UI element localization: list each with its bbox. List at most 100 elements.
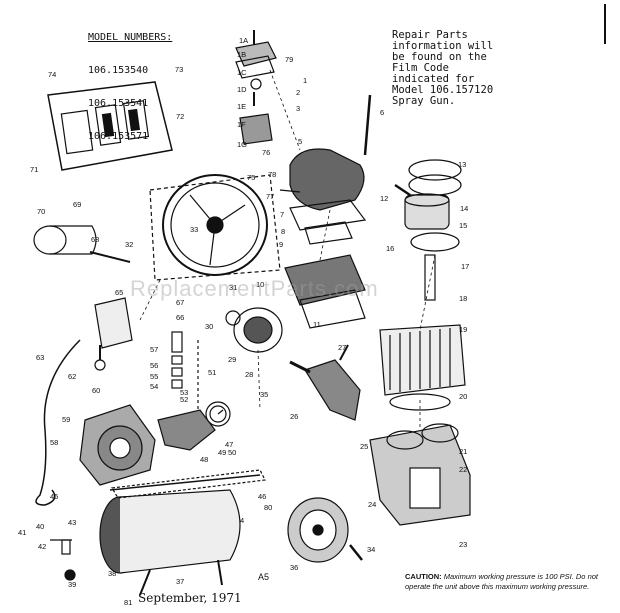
part-label: 81 [124,598,133,607]
margin-rule [604,4,606,44]
part-label: 17 [461,262,470,271]
part-label: 34 [367,545,376,554]
page-code: A5 [258,572,270,582]
part-label: 46 [258,492,267,501]
part-label: 53 [180,388,189,397]
part-label: 1F [237,120,246,129]
model-number: 106.153540 [88,65,149,76]
cylinder-head [279,94,372,211]
part-label: 71 [30,165,39,174]
head-gaskets [289,199,367,245]
part-label: 78 [268,170,277,179]
part-label: 73 [175,65,184,74]
part-label: 58 [50,438,59,447]
part-label: 1C [237,68,247,77]
part-label: 51 [208,368,217,377]
part-label: 30 [205,322,214,331]
part-label: 1A [239,36,249,45]
part-label: 38 [108,569,117,578]
part-label: 66 [176,313,185,322]
part-label: 5 [298,137,303,146]
part-label: 1B [237,50,247,59]
part-label: 37 [176,577,185,586]
pressure-switch [94,297,133,371]
part-label: 7 [280,210,285,219]
caution-text: Maximum working pressure is 100 PSI. Do … [405,572,598,591]
valve-plate [284,254,366,329]
part-label: 42 [38,542,47,551]
power-cord [35,339,81,506]
part-label: 26 [290,412,299,421]
part-label: 13 [458,160,467,169]
part-label: 55 [150,372,159,381]
part-label: 54 [150,382,159,391]
publication-date: September, 1971 [138,591,242,605]
part-label: 31 [229,283,238,292]
decal-panel [47,81,173,171]
part-label: 20 [459,392,468,401]
wheel [287,497,363,563]
part-label: 49 [218,448,227,457]
part-label: 70 [37,207,46,216]
part-label: 1D [237,85,247,94]
part-label: 23 [459,540,468,549]
part-label: 18 [459,294,468,303]
flywheel [149,174,281,281]
repair-parts-note: Repair Parts information will be found o… [392,29,494,107]
bearing-cover [225,307,283,353]
model-numbers-heading: MODEL NUMBERS: [88,32,173,43]
part-label: 1E [237,102,247,111]
part-label: 39 [68,580,77,589]
part-label: 27 [338,343,347,352]
motor [79,404,156,486]
part-label: 77 [266,192,275,201]
part-label: 47 [225,440,234,449]
part-label: 10 [256,280,265,289]
part-label: 19 [459,325,468,334]
part-label: 75 [247,173,256,182]
unloader-valve-stack [235,30,277,145]
crankshaft [289,344,361,421]
part-label: 74 [48,70,57,79]
caution-note: CAUTION: Maximum working pressure is 100… [405,572,617,592]
fittings [171,331,199,410]
cylinder [379,324,466,411]
part-label: 33 [190,225,199,234]
drain-valve [50,539,76,581]
part-label: 1 [303,76,308,85]
part-label: 25 [360,442,369,451]
part-label: 32 [125,240,134,249]
part-label: 21 [459,447,468,456]
part-label: 63 [36,353,45,362]
model-number: 106.153541 [88,98,149,109]
part-label: 16 [386,244,395,253]
part-label: 11 [313,320,321,329]
part-label: 48 [200,455,209,464]
crankcase [369,423,471,526]
part-label: 43 [68,518,77,527]
pulley-belt [33,225,131,263]
part-label: 40 [36,522,45,531]
part-label: 76 [262,148,271,157]
manifold-and-gauge [157,401,231,451]
part-label: 59 [62,415,71,424]
part-label: 80 [264,503,273,512]
part-label: 36 [290,563,299,572]
part-label: 22 [459,465,468,474]
part-label: 12 [380,194,389,203]
part-label: 35 [260,390,269,399]
part-label: 4 [240,516,245,525]
part-label: 24 [368,500,377,509]
part-label: 57 [150,345,159,354]
part-label: 50 [228,448,237,457]
air-tank [99,469,266,596]
part-label: 28 [245,370,254,379]
part-label: 29 [228,355,237,364]
part-label: 56 [150,361,159,370]
part-label: 3 [296,104,301,113]
part-label: 52 [180,395,189,404]
part-label: 41 [18,528,27,537]
watermark: ReplacementParts.com [130,276,379,301]
